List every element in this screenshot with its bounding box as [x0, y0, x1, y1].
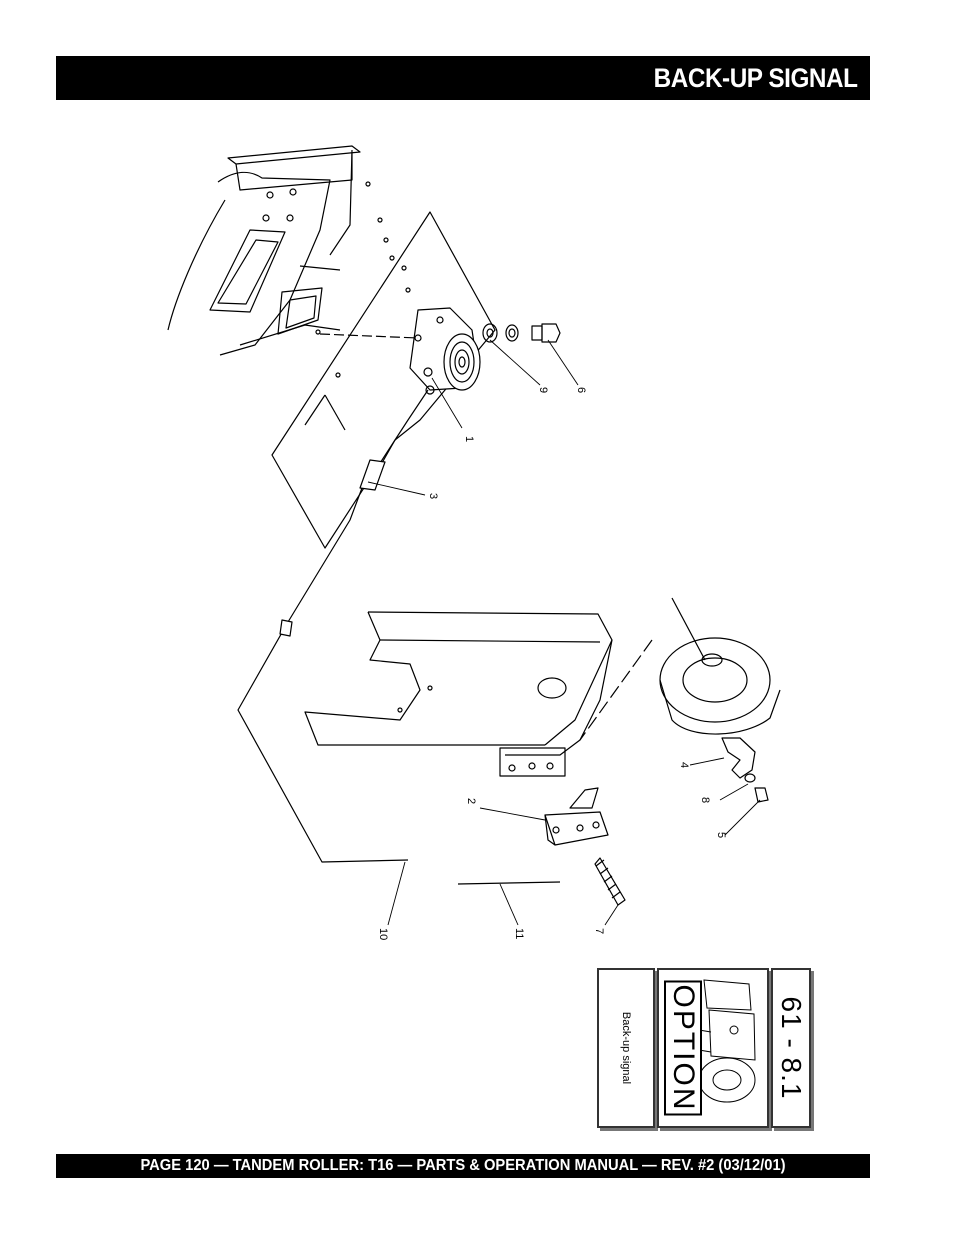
option-label: OPTION	[664, 980, 702, 1116]
callout-9: 9	[537, 387, 549, 393]
callout-11: 11	[513, 928, 525, 939]
leader-lines	[367, 339, 761, 926]
hardware-upper	[482, 323, 561, 343]
option-image-tab: OPTION	[657, 968, 769, 1128]
callout-7: 7	[593, 928, 605, 934]
callout-3: 3	[427, 493, 439, 499]
callout-10: 10	[377, 928, 389, 940]
cam-hardware	[721, 737, 769, 803]
option-code: 61 - 8.1	[776, 996, 807, 1100]
header-bar: BACK-UP SIGNAL	[56, 56, 870, 100]
callout-6: 6	[575, 387, 587, 393]
callout-1: 1	[463, 436, 475, 442]
option-caption: Back-up signal	[620, 1011, 632, 1085]
callout-8: 8	[699, 797, 711, 803]
page-title: BACK-UP SIGNAL	[654, 63, 858, 93]
limit-switch	[544, 787, 626, 906]
backup-alarm	[319, 307, 481, 395]
lower-bracket	[304, 611, 613, 777]
callout-5: 5	[715, 832, 727, 838]
frame-bracket	[167, 145, 411, 356]
drum-hub	[579, 597, 781, 741]
callout-2: 2	[465, 798, 477, 804]
footer-text: PAGE 120 — TANDEM ROLLER: T16 — PARTS & …	[140, 1157, 786, 1174]
option-caption-tab: Back-up signal	[597, 968, 655, 1128]
wiring	[237, 389, 561, 885]
option-code-tab: 61 - 8.1	[771, 968, 811, 1128]
callout-4: 4	[678, 762, 690, 768]
callouts: 1 3 9 6 2 4 8 5 10 11 7	[377, 387, 727, 940]
footer-bar: PAGE 120 — TANDEM ROLLER: T16 — PARTS & …	[56, 1154, 870, 1178]
